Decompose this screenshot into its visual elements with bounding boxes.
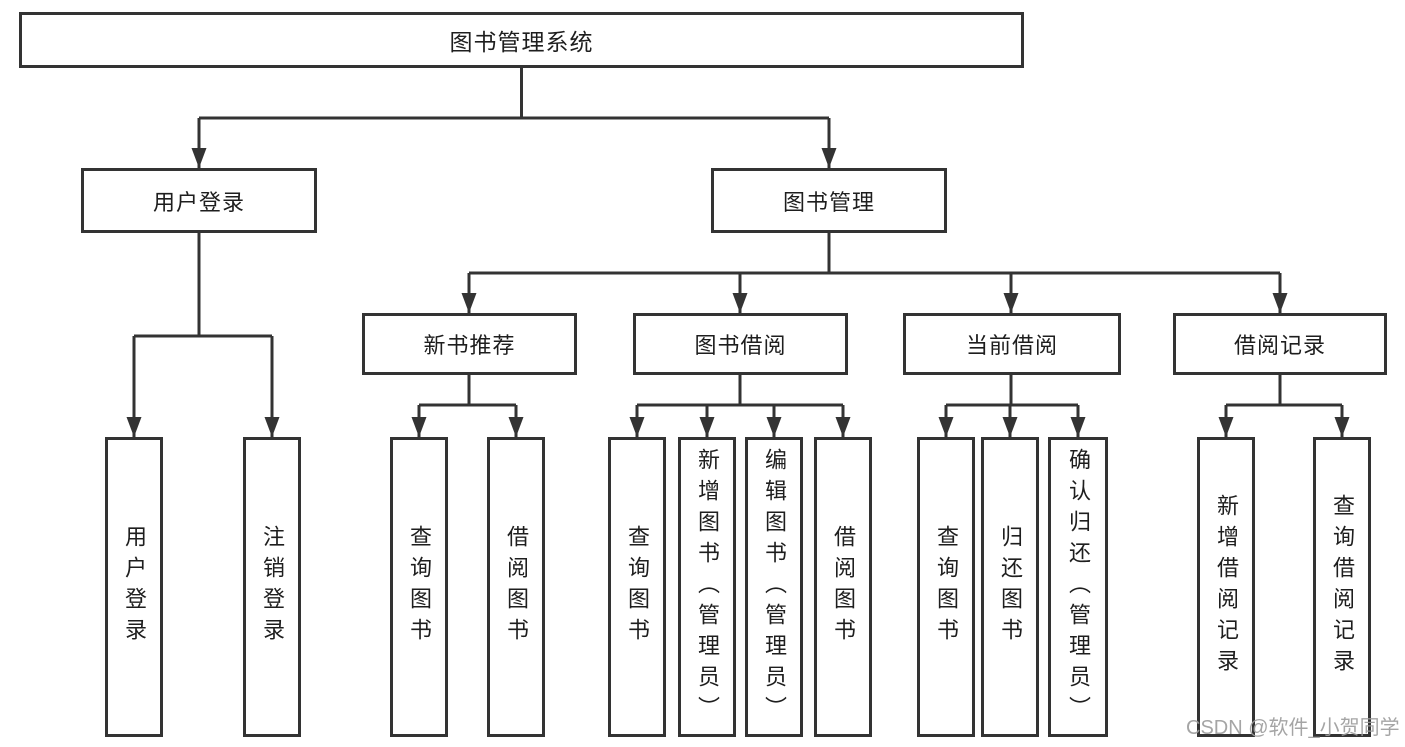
leaf-cb-query-books: 查询图书 [917, 437, 975, 737]
node-current-borrow: 当前借阅 [903, 313, 1121, 375]
leaf-cb-confirm-return-admin: 确认归还（管理员） [1048, 437, 1108, 737]
leaf-user-login: 用户登录 [105, 437, 163, 737]
leaf-bb-borrow-books: 借阅图书 [814, 437, 872, 737]
leaf-br-query-record: 查询借阅记录 [1313, 437, 1371, 737]
edge-book-borrow-split [637, 375, 843, 407]
node-user-login: 用户登录 [81, 168, 317, 233]
edge-current-borrow-split [946, 375, 1078, 407]
node-root-system: 图书管理系统 [19, 12, 1024, 68]
node-book-borrow: 图书借阅 [633, 313, 848, 375]
node-borrow-records: 借阅记录 [1173, 313, 1387, 375]
edge-user-login-split [134, 233, 272, 338]
leaf-nb-query-books: 查询图书 [390, 437, 448, 737]
leaf-bb-edit-books-admin: 编辑图书（管理员） [745, 437, 803, 737]
leaf-cb-return-books: 归还图书 [981, 437, 1039, 737]
edge-borrow-records-split [1226, 375, 1342, 407]
leaf-logout: 注销登录 [243, 437, 301, 737]
edge-book-mgmt-split [469, 233, 1280, 275]
leaf-nb-borrow-books: 借阅图书 [487, 437, 545, 737]
watermark: CSDN @软件_小贺同学 [1186, 717, 1400, 739]
leaf-br-add-record: 新增借阅记录 [1197, 437, 1255, 737]
node-book-mgmt: 图书管理 [711, 168, 947, 233]
leaf-bb-add-books-admin: 新增图书（管理员） [678, 437, 736, 737]
edge-root-split [199, 66, 829, 120]
edge-new-book-split [419, 375, 516, 407]
node-new-book-rec: 新书推荐 [362, 313, 577, 375]
leaf-bb-query-books: 查询图书 [608, 437, 666, 737]
